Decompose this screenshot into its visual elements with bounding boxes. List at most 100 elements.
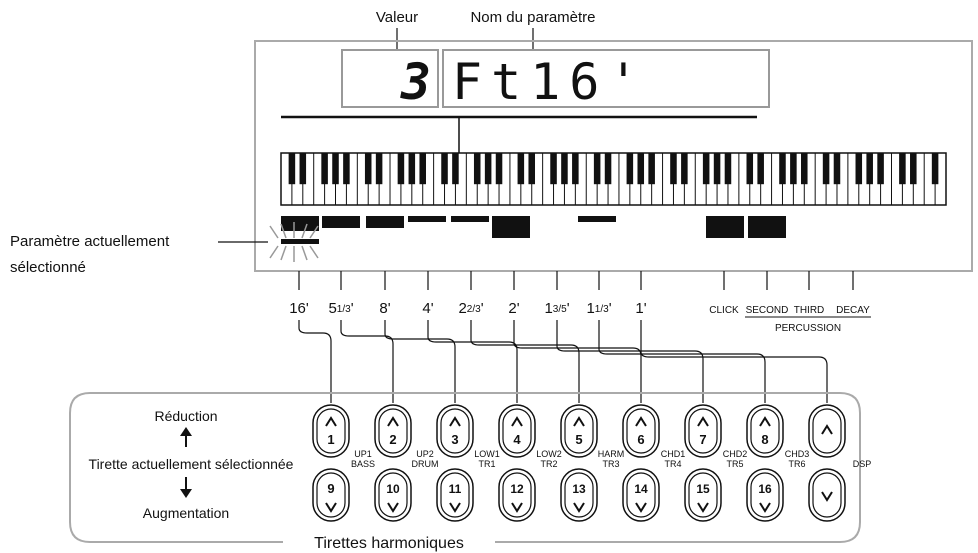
black-key xyxy=(713,153,721,185)
svg-text:TR6: TR6 xyxy=(788,459,805,469)
chevron-up-icon xyxy=(449,416,461,427)
drawbar-reduce-button[interactable] xyxy=(808,404,846,458)
drawbar-reduce-button[interactable]: 3 xyxy=(436,404,474,458)
param-name-callout: Nom du paramètre xyxy=(470,9,595,26)
level-bar xyxy=(578,216,616,222)
black-key xyxy=(855,153,863,185)
percussion-second: SECOND xyxy=(746,305,789,316)
level-bar xyxy=(451,216,489,222)
drawbar-increase-button[interactable] xyxy=(808,468,846,522)
button-mode-label: DSP xyxy=(853,459,872,469)
svg-text:LOW1: LOW1 xyxy=(474,449,500,459)
drawbar-reduce-button[interactable]: 4 xyxy=(498,404,536,458)
button-number: 13 xyxy=(572,482,586,496)
black-key xyxy=(561,153,568,185)
button-number: 1 xyxy=(327,432,334,447)
percussion-labels: CLICK SECOND THIRD DECAY PERCUSSION xyxy=(709,305,871,334)
black-key xyxy=(746,153,754,185)
svg-text:TR5: TR5 xyxy=(726,459,743,469)
drawbar-increase-button[interactable]: 11 xyxy=(436,468,474,522)
button-number: 14 xyxy=(634,482,648,496)
chevron-up-icon xyxy=(325,416,337,427)
footage-label: 22/3' xyxy=(458,300,483,317)
svg-text:BASS: BASS xyxy=(351,459,375,469)
footage-label: 11/3' xyxy=(586,300,611,317)
drawbar-reduce-button[interactable]: 7 xyxy=(684,404,722,458)
drawbar-increase-button[interactable]: 13 xyxy=(560,468,598,522)
drawbar-increase-button[interactable]: 14 xyxy=(622,468,660,522)
black-key xyxy=(364,153,372,185)
black-key xyxy=(681,153,688,185)
drawbar-reduce-button[interactable]: 2 xyxy=(374,404,412,458)
chevron-up-icon xyxy=(821,424,833,435)
level-bar xyxy=(408,216,446,222)
button-number: 9 xyxy=(327,481,334,496)
footage-label: 13/5' xyxy=(544,300,569,317)
svg-text:CHD1: CHD1 xyxy=(661,449,686,459)
drawbar-increase-button[interactable]: 10 xyxy=(374,468,412,522)
percussion-group-label: PERCUSSION xyxy=(775,323,841,334)
button-number: 3 xyxy=(451,432,458,447)
button-number: 15 xyxy=(696,482,710,496)
drawbar-increase-button[interactable]: 12 xyxy=(498,468,536,522)
chevron-up-icon xyxy=(759,416,771,427)
current-drawbar-label: Tirette actuellement sélectionnée xyxy=(89,456,294,472)
black-key xyxy=(343,153,350,185)
black-key xyxy=(670,153,677,185)
name-box xyxy=(442,49,770,108)
value-callout: Valeur xyxy=(376,9,418,26)
chevron-down-icon xyxy=(387,502,399,513)
black-key xyxy=(648,153,655,185)
drawbar-increase-button[interactable]: 16 xyxy=(746,468,784,522)
drawbar-reduce-button[interactable]: 1 xyxy=(312,404,350,458)
svg-text:TR3: TR3 xyxy=(602,459,619,469)
level-bar xyxy=(281,216,319,231)
level-bar xyxy=(492,216,530,238)
chevron-down-icon xyxy=(573,502,585,513)
chevron-down-icon xyxy=(449,502,461,513)
button-number: 12 xyxy=(510,482,524,496)
level-bar xyxy=(706,216,744,238)
drawbar-reduce-button[interactable]: 5 xyxy=(560,404,598,458)
level-bar xyxy=(366,216,404,228)
footage-label: 4' xyxy=(422,300,433,317)
drawbar-reduce-button[interactable]: 6 xyxy=(622,404,660,458)
drawbar-increase-button[interactable]: 9 xyxy=(312,468,350,522)
drawbars-title: Tirettes harmoniques xyxy=(314,535,464,552)
value-box xyxy=(341,49,439,108)
svg-text:TR1: TR1 xyxy=(478,459,495,469)
button-number: 11 xyxy=(449,482,462,496)
drawbar-increase-button[interactable]: 15 xyxy=(684,468,722,522)
footage-label: 8' xyxy=(379,300,390,317)
keyboard xyxy=(280,152,947,206)
black-key xyxy=(288,153,296,185)
black-key xyxy=(375,153,383,185)
button-number: 2 xyxy=(389,432,396,447)
selected-param-callout-line2: sélectionné xyxy=(10,259,86,276)
footage-label: 2' xyxy=(508,300,519,317)
button-number: 16 xyxy=(758,482,772,496)
black-key xyxy=(321,153,328,185)
black-key xyxy=(484,153,492,185)
svg-text:TR4: TR4 xyxy=(664,459,681,469)
footage-labels: 16'51/3'8'4'22/3'2'13/5'11/3'1' xyxy=(289,300,647,317)
button-number: 4 xyxy=(513,432,521,447)
svg-text:LOW2: LOW2 xyxy=(536,449,562,459)
drawbar-reduce-button[interactable]: 8 xyxy=(746,404,784,458)
blink-indicator xyxy=(269,222,319,262)
black-key xyxy=(593,153,601,185)
black-key xyxy=(604,153,612,185)
chevron-up-icon xyxy=(573,416,585,427)
black-key xyxy=(452,153,459,185)
chevron-down-icon xyxy=(635,502,647,513)
black-key xyxy=(528,153,536,185)
black-key xyxy=(495,153,503,185)
footage-label: 16' xyxy=(289,300,309,317)
percussion-third: THIRD xyxy=(794,305,825,316)
chevron-up-icon xyxy=(697,416,709,427)
arrow-up-icon xyxy=(180,427,192,447)
